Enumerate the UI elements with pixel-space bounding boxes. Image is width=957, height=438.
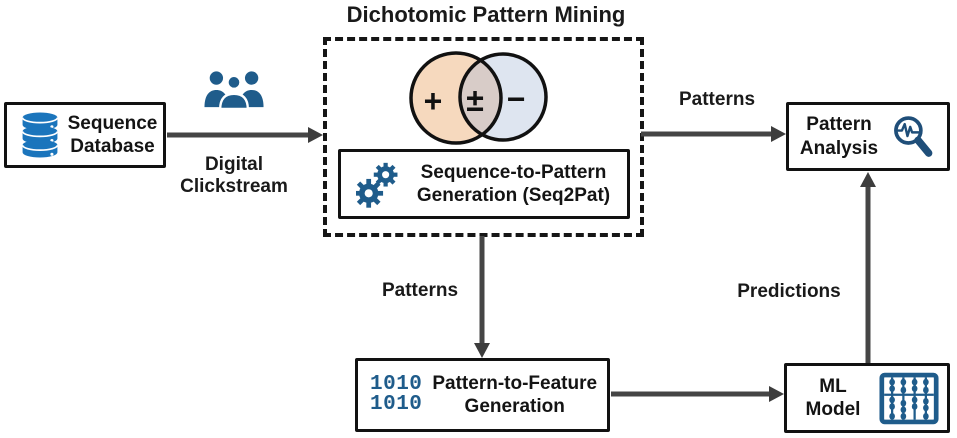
abacus-icon <box>879 372 939 425</box>
arrow-digital-clickstream <box>167 127 323 143</box>
arrow-feature-to-mlmodel <box>611 386 784 402</box>
arrow-predictions-up <box>860 172 876 363</box>
ml-model-label: ML Model <box>805 375 861 420</box>
venn-plus-minus-sign: ± <box>466 82 484 118</box>
users-icon <box>203 69 265 109</box>
dichotomy-venn-diagram: + ± − <box>405 46 555 148</box>
pattern-analysis-node: Pattern Analysis <box>786 102 950 171</box>
pattern-analysis-label: Pattern Analysis <box>799 114 879 159</box>
sequence-database-label: Sequence Database <box>67 112 158 157</box>
gears-icon <box>356 159 400 209</box>
arrow-patterns-to-analysis <box>641 126 786 142</box>
arrow-patterns-down <box>474 236 490 358</box>
venn-plus-sign: + <box>424 83 443 119</box>
digital-clickstream-label: Digital Clickstream <box>180 154 288 198</box>
patterns-right-label: Patterns <box>678 89 756 110</box>
binary-icon: 1010 1010 <box>370 373 423 416</box>
pattern-to-feature-label: Pattern-to-Feature Generation <box>432 372 598 417</box>
database-icon <box>18 111 62 159</box>
patterns-down-label: Patterns <box>381 280 459 301</box>
venn-overlap-region <box>460 54 501 140</box>
venn-minus-sign: − <box>507 81 526 117</box>
predictions-label: Predictions <box>737 281 841 302</box>
seq2pat-node: Sequence-to-Pattern Generation (Seq2Pat) <box>338 149 630 219</box>
pattern-to-feature-node: 1010 1010 Pattern-to-Feature Generation <box>355 358 610 432</box>
sequence-database-node: Sequence Database <box>4 102 166 168</box>
seq2pat-label: Sequence-to-Pattern Generation (Seq2Pat) <box>416 161 611 206</box>
analysis-magnifier-icon <box>889 113 937 161</box>
ml-model-node: ML Model <box>784 363 950 433</box>
dichotomic-pattern-mining-group <box>323 37 644 237</box>
diagram-title: Dichotomic Pattern Mining <box>346 2 626 27</box>
